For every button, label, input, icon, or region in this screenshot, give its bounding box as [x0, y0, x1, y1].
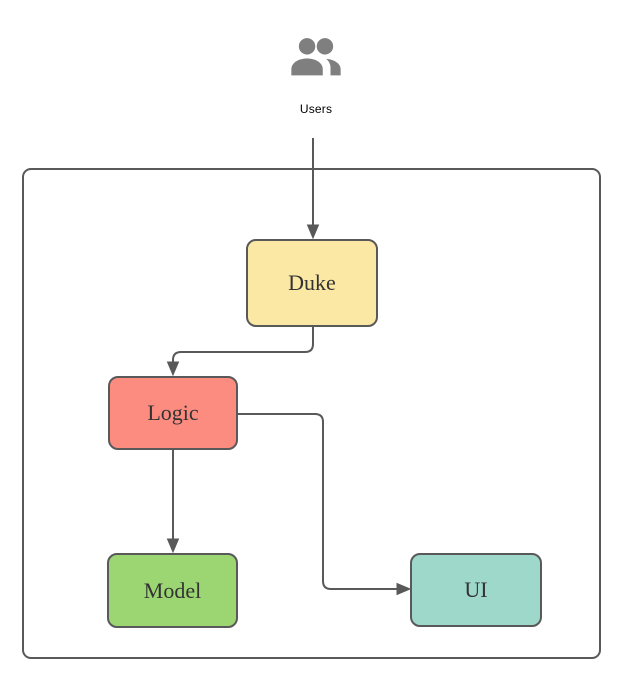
node-ui-label: UI: [464, 577, 488, 602]
users-actor: Users: [287, 36, 345, 116]
node-ui: UI: [410, 553, 542, 627]
node-duke: Duke: [246, 239, 378, 327]
people-icon: [291, 38, 341, 76]
node-logic-label: Logic: [147, 400, 199, 425]
system-boundary: [22, 168, 601, 659]
node-logic: Logic: [108, 376, 238, 450]
node-model-label: Model: [143, 577, 202, 603]
node-duke-label: Duke: [288, 270, 336, 295]
users-label: Users: [299, 102, 333, 116]
node-model: Model: [107, 553, 238, 628]
